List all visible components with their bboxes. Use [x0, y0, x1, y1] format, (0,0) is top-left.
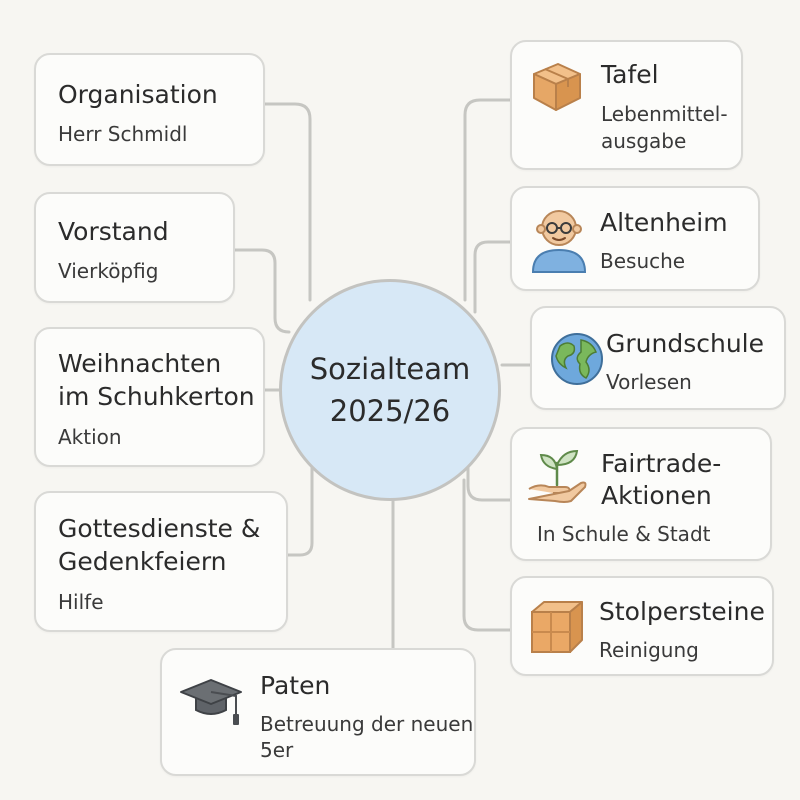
crate-icon — [531, 601, 583, 653]
node-paten[interactable]: Paten Betreuung der neuen 5er — [160, 648, 476, 776]
node-title-line2: Gedenkfeiern — [58, 547, 227, 576]
node-title-line1: Gottesdienste & — [58, 514, 261, 543]
node-title-line2: im Schuhkerton — [58, 382, 255, 411]
node-subtitle-line2: 5er — [260, 738, 294, 762]
node-title: Paten — [260, 671, 331, 700]
elderly-person-icon — [531, 210, 587, 273]
node-vorstand[interactable]: Vorstand Vierköpfig — [34, 192, 235, 303]
node-title-line1: Fairtrade- — [601, 449, 722, 478]
center-node: Sozialteam 2025/26 — [279, 279, 501, 501]
node-title: Stolpersteine — [599, 597, 765, 626]
node-title: Grundschule — [606, 329, 764, 358]
node-subtitle: In Schule & Stadt — [537, 522, 711, 546]
connector-fairtrade — [466, 450, 512, 502]
node-title-line2: Aktionen — [601, 481, 712, 510]
hand-with-plant-icon — [528, 449, 587, 503]
node-weihnachten[interactable]: Weihnachten im Schuhkerton Aktion — [34, 327, 265, 467]
node-subtitle: Reinigung — [599, 638, 699, 662]
connector-vorstand — [233, 248, 291, 334]
node-grundschule[interactable]: Grundschule Vorlesen — [530, 306, 786, 410]
node-subtitle-line1: Lebenmittel- — [601, 102, 728, 126]
center-title-line1: Sozialteam — [309, 352, 471, 386]
node-subtitle-line1: Betreuung der neuen — [260, 712, 474, 736]
node-altenheim[interactable]: Altenheim Besuche — [510, 186, 760, 291]
node-subtitle: Herr Schmidl — [58, 122, 188, 146]
node-subtitle: Aktion — [58, 425, 122, 449]
node-title: Vorstand — [58, 217, 169, 246]
node-title: Altenheim — [600, 208, 728, 237]
node-stolpersteine[interactable]: Stolpersteine Reinigung — [510, 576, 774, 676]
graduation-cap-icon — [180, 679, 242, 725]
node-tafel[interactable]: Tafel Lebenmittel- ausgabe — [510, 40, 743, 170]
node-fairtrade[interactable]: Fairtrade- Aktionen In Schule & Stadt — [510, 427, 772, 561]
connector-altenheim — [473, 240, 512, 314]
node-subtitle: Besuche — [600, 249, 686, 273]
center-title-line2: 2025/26 — [329, 394, 451, 428]
connector-organisation — [263, 102, 312, 302]
node-subtitle: Hilfe — [58, 590, 104, 614]
node-subtitle: Vierköpfig — [58, 259, 159, 283]
connector-stolpersteine — [462, 478, 512, 632]
node-organisation[interactable]: Organisation Herr Schmidl — [34, 53, 265, 166]
connector-gottesdienste — [286, 458, 314, 557]
globe-icon — [551, 333, 603, 385]
node-subtitle-line2: ausgabe — [601, 129, 687, 153]
connector-tafel — [463, 98, 512, 302]
node-subtitle: Vorlesen — [606, 370, 692, 394]
node-title-line1: Weihnachten — [58, 349, 222, 378]
node-gottesdienste[interactable]: Gottesdienste & Gedenkfeiern Hilfe — [34, 491, 288, 632]
node-title: Tafel — [601, 60, 659, 89]
node-title: Organisation — [58, 80, 218, 109]
cardboard-box-icon — [533, 63, 581, 111]
